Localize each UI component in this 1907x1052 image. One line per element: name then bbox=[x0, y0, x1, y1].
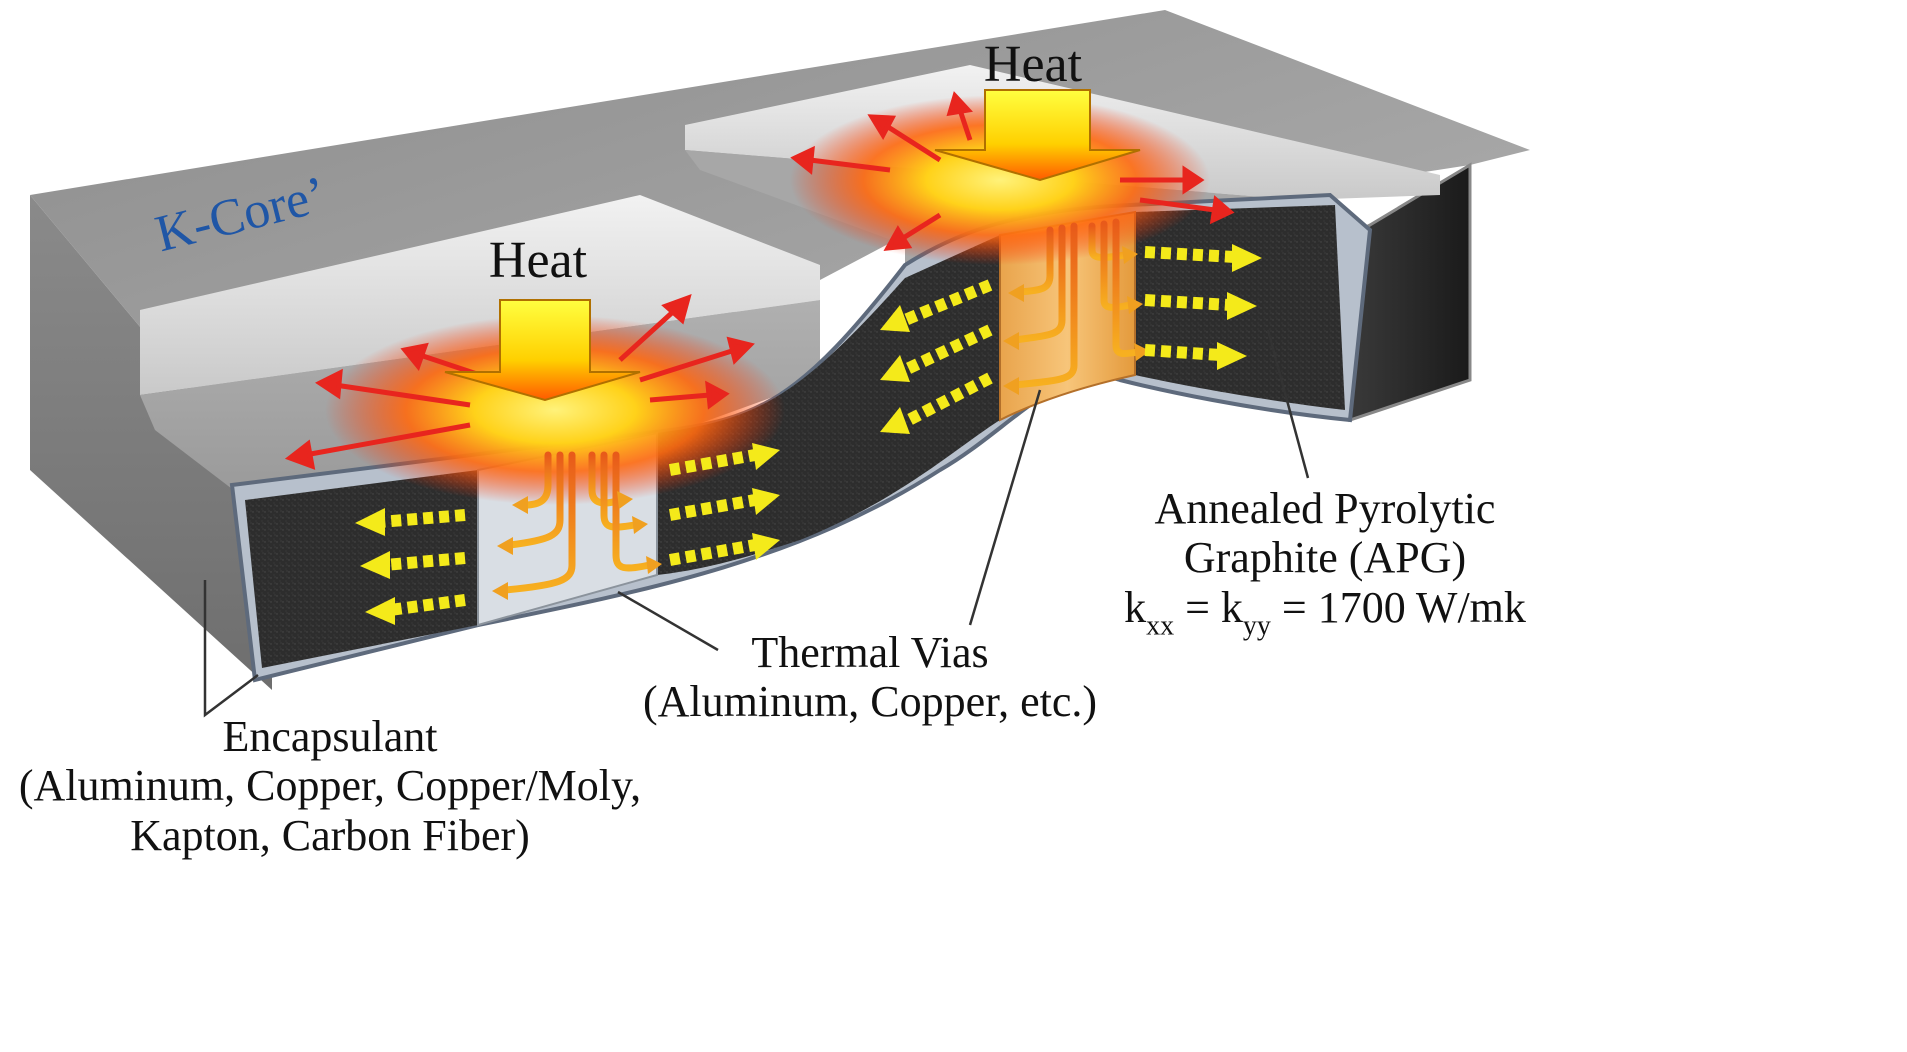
left-pocket-back-wall bbox=[140, 195, 820, 395]
block-left-side-wall bbox=[30, 195, 272, 690]
radial-spread-arrows-left bbox=[284, 294, 755, 470]
encapsulant-line1: Encapsulant bbox=[222, 712, 438, 761]
via-flow-arrows-left bbox=[501, 451, 654, 594]
lateral-flow-arrows-middle-left bbox=[880, 279, 993, 434]
apg-conductivity: kxx = kyy = 1700 W/mk bbox=[1115, 583, 1535, 642]
heat-input-arrow-right bbox=[934, 89, 1141, 182]
k-equals: = k bbox=[1174, 582, 1243, 632]
heat-label-left: Heat bbox=[488, 232, 588, 289]
via-flow-arrows-right bbox=[1011, 218, 1142, 389]
leader-apg bbox=[1266, 329, 1310, 479]
k-symbol: k bbox=[1124, 582, 1147, 632]
apg-callout: Annealed Pyrolytic Graphite (APG) kxx = … bbox=[1115, 484, 1535, 641]
callout-leader-lines bbox=[203, 329, 1310, 718]
via-flow-arrowheads-left bbox=[492, 491, 662, 600]
encapsulant-callout: Encapsulant (Aluminum, Copper, Copper/Mo… bbox=[15, 712, 645, 860]
block-right-end-face bbox=[1348, 162, 1472, 423]
thermal-vias-line1: Thermal Vias bbox=[751, 628, 989, 677]
leader-vias-copper bbox=[968, 389, 1042, 626]
leader-encapsulant bbox=[203, 580, 259, 718]
heat-input-arrow-left bbox=[444, 299, 641, 402]
leader-vias-aluminum bbox=[617, 590, 719, 652]
lateral-flow-arrows-middle-right bbox=[668, 443, 780, 566]
encapsulant-line2: (Aluminum, Copper, Copper/Moly, bbox=[18, 761, 642, 811]
apg-callout-line2: Graphite (APG) bbox=[1183, 533, 1467, 583]
radial-spread-arrows-right bbox=[790, 91, 1235, 251]
via-flow-arrowheads-right bbox=[1003, 246, 1150, 395]
lateral-flow-arrows-right-core bbox=[1144, 244, 1262, 370]
k-value: = 1700 W/mk bbox=[1270, 582, 1526, 632]
k-subscript-xx: xx bbox=[1146, 610, 1175, 642]
heat-label-right: Heat bbox=[983, 36, 1083, 93]
thermal-vias-line2: (Aluminum, Copper, etc.) bbox=[642, 677, 1098, 727]
k-subscript-yy: yy bbox=[1242, 610, 1271, 642]
apg-core-left bbox=[245, 470, 478, 668]
encapsulant-line3: Kapton, Carbon Fiber) bbox=[130, 810, 530, 860]
lateral-flow-arrows-left-core bbox=[355, 508, 466, 625]
apg-callout-line1: Annealed Pyrolytic bbox=[1154, 484, 1496, 533]
thermal-vias-callout: Thermal Vias (Aluminum, Copper, etc.) bbox=[640, 628, 1100, 727]
